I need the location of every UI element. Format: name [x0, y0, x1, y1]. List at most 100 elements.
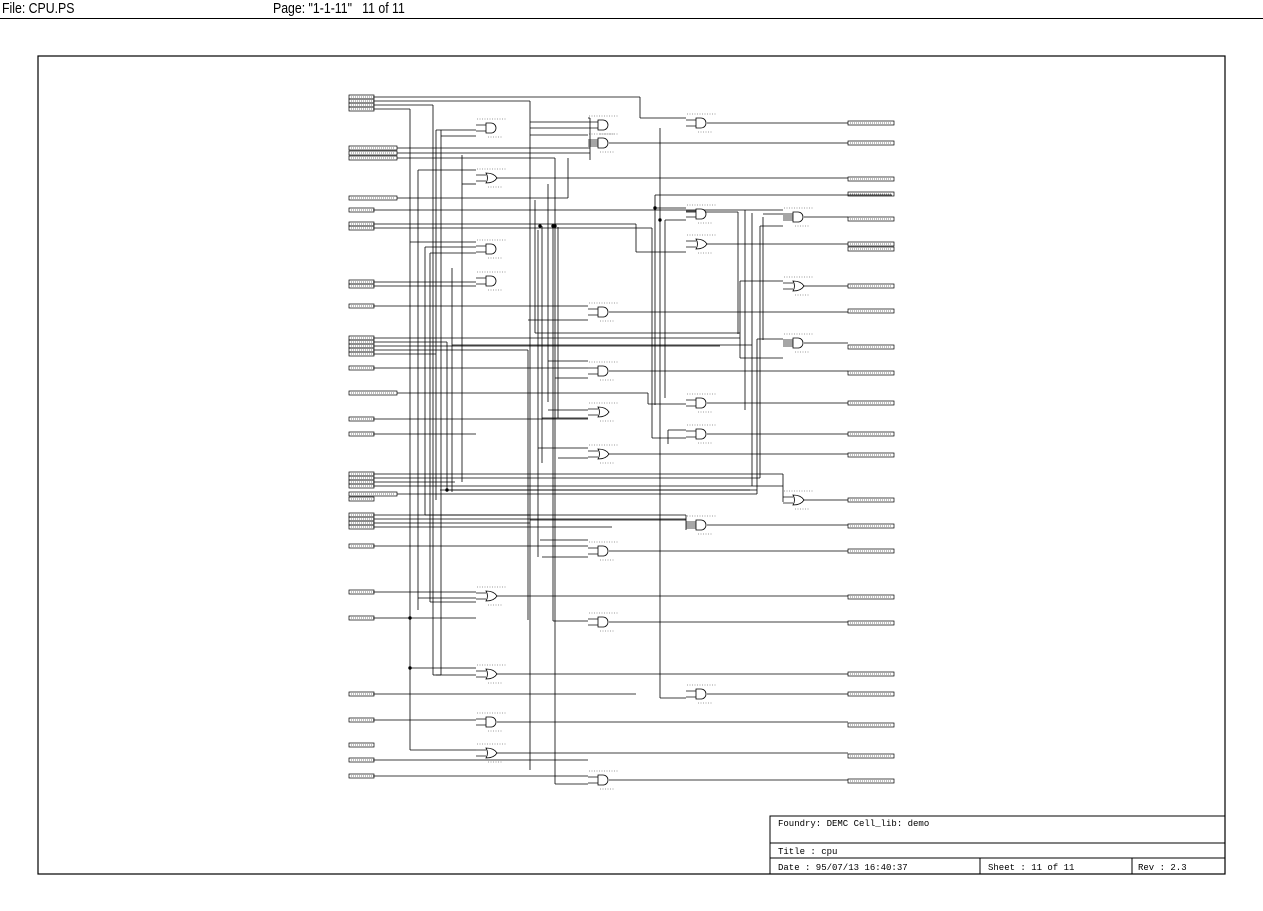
- output-port: [847, 120, 895, 126]
- input-port: [348, 524, 375, 530]
- and-gate: [588, 302, 618, 322]
- input-port: [348, 283, 375, 289]
- input-port: [348, 335, 375, 341]
- and-gate: [686, 684, 716, 704]
- or-gate: [476, 743, 506, 763]
- input-port: [348, 516, 375, 522]
- input-port: [348, 351, 375, 357]
- wire-junction: [553, 224, 557, 228]
- or-gate: [476, 586, 506, 606]
- input-port: [348, 615, 375, 621]
- foundry-text: Foundry: DEMC Cell_lib: demo: [778, 819, 929, 829]
- wire-junction: [408, 666, 412, 670]
- output-port: [847, 778, 895, 784]
- output-port: [847, 431, 895, 437]
- input-port: [348, 471, 375, 477]
- page-label: Page: "1-1-11" 11 of 11: [273, 0, 405, 17]
- output-port: [847, 216, 895, 222]
- input-port: [348, 773, 375, 779]
- input-port: [348, 475, 375, 481]
- input-port: [348, 98, 375, 104]
- input-port: [348, 512, 375, 518]
- or-gate: [783, 490, 813, 510]
- input-port: [348, 589, 375, 595]
- and-gate: [686, 393, 716, 413]
- input-port: [348, 520, 375, 526]
- and-gate: [588, 770, 618, 790]
- output-port: [847, 283, 895, 289]
- input-port: [348, 347, 375, 353]
- or-gate: [476, 664, 506, 684]
- file-label: File: CPU.PS: [2, 0, 75, 17]
- output-port: [847, 523, 895, 529]
- and-gate: [686, 515, 716, 535]
- wire-junction: [653, 206, 657, 210]
- output-port: [847, 594, 895, 600]
- or-gate: [783, 276, 813, 296]
- input-port: [348, 150, 398, 156]
- input-port: [348, 225, 375, 231]
- input-port: [348, 303, 375, 309]
- input-port: [348, 343, 375, 349]
- sheet-text: Sheet : 11 of 11: [988, 863, 1074, 873]
- and-gate: [686, 113, 716, 133]
- input-port: [348, 757, 375, 763]
- output-port: [847, 497, 895, 503]
- and-gate: [588, 612, 618, 632]
- output-port: [847, 344, 895, 350]
- output-port-group: [847, 120, 895, 784]
- input-port: [348, 339, 375, 345]
- input-port: [348, 279, 375, 285]
- wire-junction: [445, 488, 449, 492]
- input-port-group: [348, 94, 398, 779]
- and-gate: [588, 133, 618, 153]
- and-gate: [686, 424, 716, 444]
- wire-junction: [658, 218, 662, 222]
- input-port: [348, 491, 398, 497]
- or-gate: [588, 444, 618, 464]
- output-port: [847, 241, 895, 247]
- input-port: [348, 717, 375, 723]
- print-header: File: CPU.PS Page: "1-1-11" 11 of 11: [0, 0, 1263, 19]
- input-port: [348, 106, 375, 112]
- output-port: [847, 370, 895, 376]
- output-port: [847, 452, 895, 458]
- output-port: [847, 620, 895, 626]
- input-port: [348, 155, 398, 161]
- input-port: [348, 496, 375, 502]
- output-port: [847, 176, 895, 182]
- and-gate: [476, 712, 506, 732]
- output-port: [847, 548, 895, 554]
- wire-junction: [538, 224, 542, 228]
- output-port: [847, 246, 895, 252]
- title-text: Title : cpu: [778, 847, 837, 857]
- and-gate: [686, 204, 716, 224]
- and-gate: [476, 271, 506, 291]
- output-port: [847, 753, 895, 759]
- input-port: [348, 543, 375, 549]
- rev-text: Rev : 2.3: [1138, 863, 1187, 873]
- and-gate: [783, 207, 813, 227]
- drawing-border: [37, 55, 1226, 875]
- input-port: [348, 691, 375, 697]
- input-port: [348, 431, 375, 437]
- output-port: [847, 400, 895, 406]
- or-gate: [588, 402, 618, 422]
- output-port: [847, 671, 895, 677]
- input-port: [348, 94, 375, 100]
- input-port: [348, 742, 375, 748]
- and-gate: [588, 541, 618, 561]
- input-port: [348, 390, 398, 396]
- input-port: [348, 195, 398, 201]
- date-text: Date : 95/07/13 16:40:37: [778, 863, 908, 873]
- output-port: [847, 308, 895, 314]
- input-port: [348, 221, 375, 227]
- and-gate: [783, 333, 813, 353]
- output-port: [847, 191, 895, 197]
- input-port: [348, 102, 375, 108]
- output-port: [847, 140, 895, 146]
- or-gate: [476, 168, 506, 188]
- and-gate: [588, 361, 618, 381]
- input-port: [348, 207, 375, 213]
